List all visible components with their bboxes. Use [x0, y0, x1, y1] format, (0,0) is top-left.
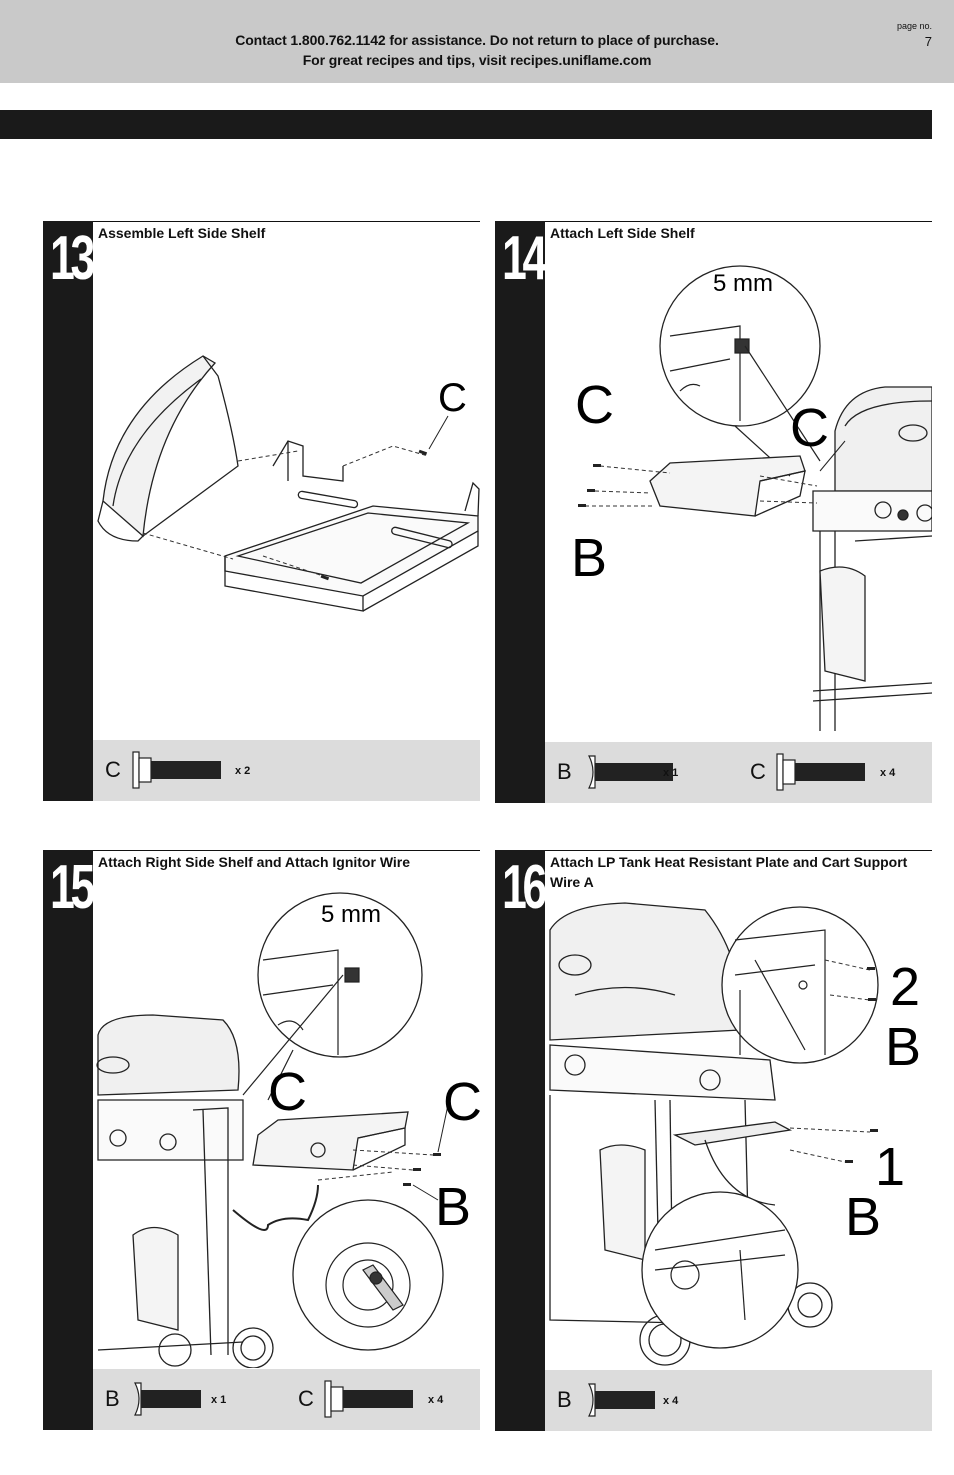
hardware-qty: x 4	[880, 767, 896, 779]
divider	[93, 850, 480, 851]
divider	[545, 850, 932, 851]
hardware-strip: C x 2	[93, 740, 480, 801]
section-bar	[0, 110, 932, 139]
hardware-letter: B	[557, 759, 572, 784]
flange-bolt-icon	[132, 751, 221, 789]
callout-b: B	[435, 1177, 471, 1237]
callout-step-1: 1	[875, 1137, 905, 1197]
page-label: page no.	[896, 21, 932, 31]
callout-b: B	[571, 528, 607, 588]
step-number: 15	[50, 853, 95, 922]
hardware-qty: x 4	[428, 1394, 444, 1406]
hardware-strip: B x 1 C x 4	[545, 742, 932, 803]
step-number: 16	[502, 853, 547, 922]
step-title: Attach Right Side Shelf and Attach Ignit…	[98, 854, 411, 870]
flange-bolt-icon	[776, 753, 865, 791]
hardware-strip: B x 4	[545, 1370, 932, 1431]
page-header: Contact 1.800.762.1142 for assistance. D…	[0, 0, 954, 83]
flange-bolt-icon	[324, 1380, 413, 1418]
lp-tank-plate-illustration: 2 B 1 B	[549, 902, 921, 1366]
hardware-letter: C	[298, 1386, 314, 1411]
callout-c: C	[790, 398, 829, 458]
step-15: 15 Attach Right Side Shelf and Attach Ig…	[43, 850, 480, 1430]
step-13: 13 Assemble Left Side Shelf	[43, 221, 480, 801]
shelf-assembly-illustration: C	[97, 355, 480, 612]
button-head-bolt-icon	[588, 755, 673, 789]
callout-step-2: 2	[890, 957, 920, 1017]
step-number: 13	[50, 224, 95, 293]
hardware-qty: x 1	[211, 1394, 227, 1406]
callout-wrench-size: 5 mm	[321, 901, 381, 928]
button-head-bolt-icon	[588, 1383, 655, 1417]
step-title: Attach Left Side Shelf	[550, 225, 695, 241]
right-shelf-ignitor-illustration: 5 mm	[96, 892, 480, 1368]
hardware-letter: B	[105, 1386, 120, 1411]
hardware-qty: x 2	[235, 765, 251, 777]
callout-c: C	[268, 1062, 307, 1122]
hardware-qty: x 4	[663, 1395, 679, 1407]
step-number-column: 13	[43, 221, 95, 801]
button-head-bolt-icon	[134, 1382, 201, 1416]
recipes-line: For great recipes and tips, visit recipe…	[302, 52, 652, 68]
callout-b: B	[885, 1017, 921, 1077]
hardware-letter: C	[750, 759, 766, 784]
callout-wrench-size: 5 mm	[713, 270, 773, 297]
hardware-letter: B	[557, 1387, 572, 1412]
step-number-column: 15	[43, 850, 95, 1430]
contact-line: Contact 1.800.762.1142 for assistance. D…	[235, 32, 719, 48]
step-number-column: 14	[495, 221, 547, 803]
step-14: 14 Attach Left Side Shelf 5 mm	[495, 221, 932, 803]
step-title: Assemble Left Side Shelf	[98, 225, 266, 241]
step-number: 14	[502, 224, 547, 293]
callout-c: C	[575, 375, 614, 435]
callout-c: C	[438, 376, 467, 420]
step-number-column: 16	[495, 850, 547, 1431]
step-title: Attach LP Tank Heat Resistant Plate and …	[550, 854, 908, 890]
divider	[93, 221, 480, 222]
callout-b: B	[845, 1187, 881, 1247]
hardware-strip: B x 1 C x 4	[93, 1369, 480, 1430]
hardware-letter: C	[105, 757, 121, 782]
callout-c: C	[443, 1072, 480, 1132]
page-number: 7	[924, 34, 932, 49]
step-16: 16 Attach LP Tank Heat Resistant Plate a…	[495, 850, 932, 1431]
divider	[545, 221, 932, 222]
left-shelf-attach-illustration: 5 mm C	[571, 265, 932, 731]
hardware-qty: x 1	[663, 767, 679, 779]
